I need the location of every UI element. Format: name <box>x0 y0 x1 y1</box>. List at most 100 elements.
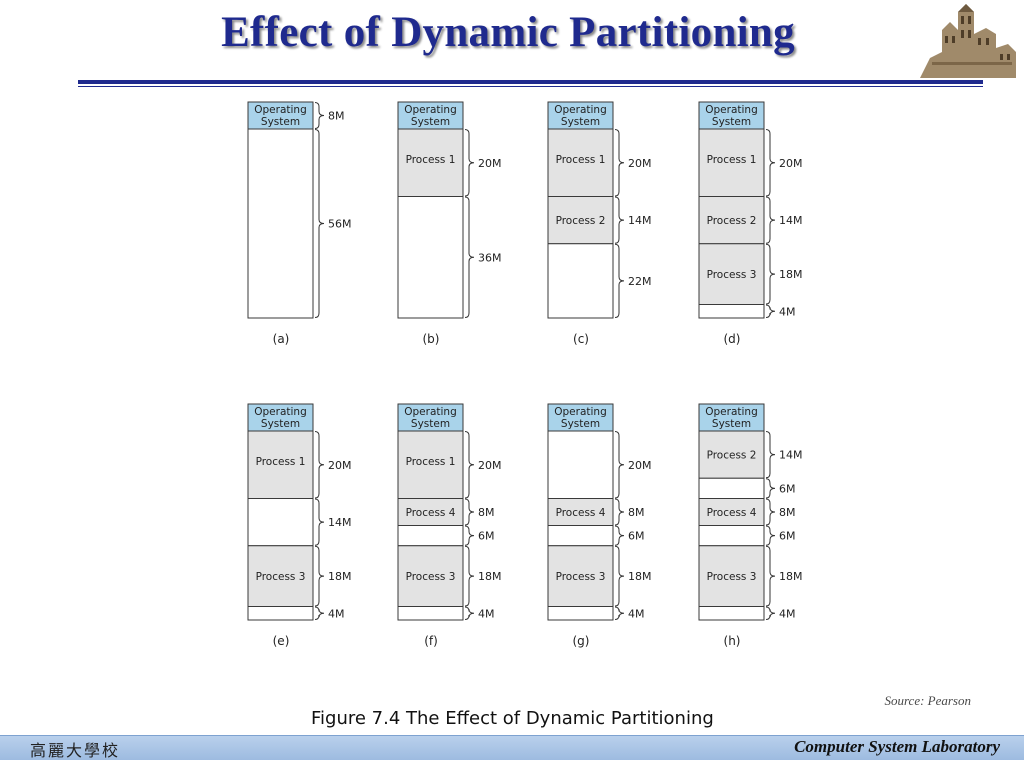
size-label: 20M <box>779 157 803 170</box>
size-brace <box>464 606 475 620</box>
os-label-line-1: Operating <box>254 104 307 116</box>
process-block <box>547 128 614 197</box>
figure-caption: Figure 7.4 The Effect of Dynamic Partiti… <box>311 708 714 729</box>
size-label: 8M <box>779 506 796 519</box>
size-brace <box>464 196 475 318</box>
process-label: Process 2 <box>707 450 757 462</box>
panel-label: (a) <box>273 332 290 346</box>
size-brace <box>614 129 625 197</box>
process-label: Process 2 <box>556 215 606 227</box>
panel-label: (g) <box>573 634 590 648</box>
os-label-line-2: System <box>561 418 600 430</box>
size-brace <box>464 498 475 526</box>
size-label: 20M <box>628 157 652 170</box>
size-brace <box>614 545 625 607</box>
free-hole-block <box>397 606 464 621</box>
size-brace <box>765 304 776 318</box>
size-brace <box>314 606 325 620</box>
size-brace <box>765 606 776 620</box>
size-label: 56M <box>328 218 352 231</box>
free-hole-block <box>547 430 614 499</box>
size-label: 4M <box>628 607 645 620</box>
free-hole-block <box>397 525 464 547</box>
size-label: 4M <box>328 607 345 620</box>
process-label: Process 4 <box>556 507 606 519</box>
panel-label: (h) <box>724 634 741 648</box>
free-hole-block <box>547 243 614 319</box>
free-hole-block <box>247 128 314 319</box>
size-label: 14M <box>328 516 352 529</box>
size-brace <box>765 431 776 479</box>
process-block <box>698 128 765 197</box>
os-block <box>698 101 765 130</box>
size-brace <box>765 525 776 546</box>
size-brace <box>765 478 776 499</box>
process-label: Process 4 <box>406 507 456 519</box>
size-brace <box>765 129 776 197</box>
size-label: 4M <box>779 305 796 318</box>
os-block <box>547 403 614 432</box>
size-label: 36M <box>478 251 502 264</box>
size-label: 18M <box>628 570 652 583</box>
size-label: 6M <box>779 482 796 495</box>
process-label: Process 3 <box>556 571 606 583</box>
os-label-line-1: Operating <box>254 406 307 418</box>
process-label: Process 1 <box>256 456 306 468</box>
size-brace <box>765 545 776 607</box>
size-brace <box>464 431 475 499</box>
size-label: 8M <box>628 506 645 519</box>
size-label: 18M <box>328 570 352 583</box>
free-hole-block <box>698 525 765 547</box>
process-block <box>397 430 464 499</box>
size-brace <box>614 243 625 318</box>
title-rule <box>78 80 983 84</box>
os-block <box>397 403 464 432</box>
process-label: Process 1 <box>707 154 757 166</box>
size-brace <box>614 525 625 546</box>
process-block <box>397 545 464 607</box>
free-hole-block <box>547 525 614 547</box>
process-label: Process 3 <box>707 571 757 583</box>
size-brace <box>765 498 776 526</box>
size-label: 6M <box>478 530 495 543</box>
free-hole-block <box>698 477 765 499</box>
process-block <box>397 128 464 197</box>
footer-lab-name: Computer System Laboratory <box>794 737 1000 756</box>
slide-title: Effect of Dynamic Partitioning <box>221 9 795 56</box>
size-label: 14M <box>779 214 803 227</box>
panel-label: (d) <box>724 332 741 346</box>
footer-bar <box>0 735 1024 760</box>
size-brace <box>464 525 475 546</box>
size-label: 4M <box>478 607 495 620</box>
size-label: 8M <box>328 110 345 123</box>
process-block <box>698 545 765 607</box>
free-hole-block <box>247 498 314 547</box>
size-brace <box>765 243 776 305</box>
size-brace <box>614 196 625 244</box>
size-brace <box>614 498 625 526</box>
size-brace <box>314 431 325 499</box>
process-block <box>247 545 314 607</box>
process-label: Process 1 <box>556 154 606 166</box>
os-label-line-2: System <box>411 116 450 128</box>
os-block <box>547 101 614 130</box>
size-brace <box>464 129 475 197</box>
panel-label: (c) <box>573 332 589 346</box>
os-label-line-1: Operating <box>404 104 457 116</box>
os-block <box>247 403 314 432</box>
process-label: Process 2 <box>707 215 757 227</box>
title-rule-thin <box>78 86 983 87</box>
os-label-line-1: Operating <box>554 104 607 116</box>
size-brace <box>464 545 475 607</box>
size-brace <box>614 431 625 499</box>
size-brace <box>314 129 325 318</box>
process-label: Process 1 <box>406 456 456 468</box>
free-hole-block <box>698 606 765 621</box>
size-brace <box>314 102 325 129</box>
process-label: Process 4 <box>707 507 757 519</box>
os-label-line-1: Operating <box>705 104 758 116</box>
os-block <box>698 403 765 432</box>
process-block <box>698 196 765 245</box>
os-label-line-2: System <box>261 418 300 430</box>
process-block <box>547 498 614 526</box>
